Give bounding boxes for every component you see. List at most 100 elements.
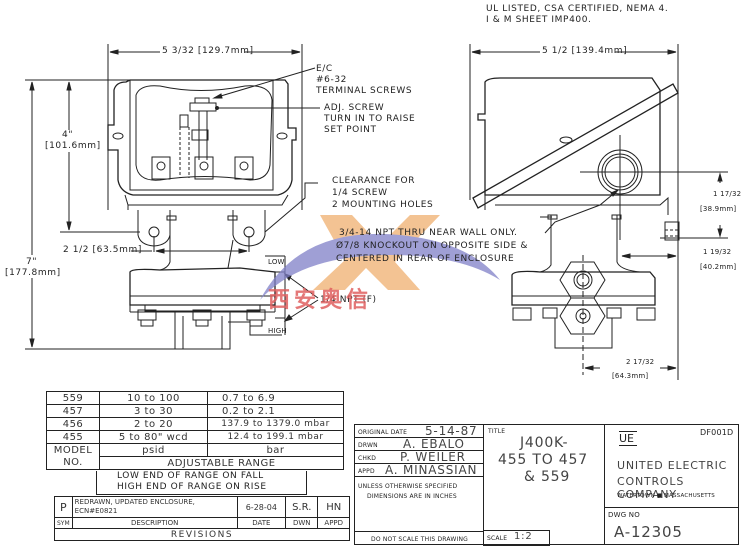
orig-date-row: ORIGINAL DATE 5-14-87 [354, 424, 484, 438]
low-port-label: LOW [268, 258, 285, 266]
appd-row: APPD A. MINASSIAN [354, 463, 484, 477]
height-7-mm: [177.8mm] [5, 268, 61, 278]
orig-date-label: ORIGINAL DATE [358, 429, 408, 436]
model-cell: 457 [46, 404, 100, 418]
psid-cell: 10 to 100 [99, 391, 208, 405]
company-location: WATERTOWN ■ MASSACHUSETTS [617, 493, 716, 499]
rev-dwn: S.R. [285, 496, 319, 518]
rev-h-desc: DESCRIPTION [71, 517, 238, 529]
company-block: DF001D UE UNITED ELECTRIC CONTROLS COMPA… [604, 424, 739, 545]
dwg-no-box: DWG NO A-12305 [604, 507, 739, 545]
watermark-logo [260, 215, 500, 300]
psid-cell: 5 to 80" wcd [99, 430, 208, 444]
dim-a-mm: [38.9mm] [700, 205, 737, 213]
rev-date: 6-28-04 [236, 496, 287, 518]
unit-bar: bar [207, 443, 344, 457]
front-width-dim: 5 3/32 [129.7mm] [162, 46, 254, 56]
chkd-row: CHKD P. WEILER [354, 450, 484, 464]
table-row: 559 10 to 100 0.7 to 6.9 [46, 391, 344, 405]
chkd-value: P. WEILER [400, 450, 466, 464]
table-row: P REDRAWN, UPDATED ENCLOSURE,ECN#E0821 6… [54, 496, 350, 518]
callout-adj-setpoint: SET POINT [324, 125, 377, 135]
rev-h-appd: APPD [317, 517, 350, 529]
range-note-low: LOW END OF RANGE ON FALL [117, 471, 264, 481]
range-notes: LOW END OF RANGE ON FALL HIGH END OF RAN… [96, 471, 307, 495]
height-4-mm: [101.6mm] [45, 141, 101, 151]
company-name-line1: UNITED ELECTRIC [617, 459, 728, 472]
rev-appd: HN [317, 496, 350, 518]
psid-cell: 3 to 30 [99, 404, 208, 418]
revisions-table: P REDRAWN, UPDATED ENCLOSURE,ECN#E0821 6… [54, 496, 350, 541]
dim-b: 1 19/32 [703, 248, 732, 256]
callout-adj-turn: TURN IN TO RAISE [324, 114, 416, 124]
callout-adj-screw: ADJ. SCREW [324, 103, 385, 113]
scale-box: SCALE 1:2 [483, 530, 550, 546]
table-row: 456 2 to 20 137.9 to 1379.0 mbar [46, 417, 344, 431]
dwg-no-label: DWG NO [608, 511, 640, 519]
dim-c-mm: [64.3mm] [612, 372, 649, 380]
rev-sym: P [54, 496, 73, 518]
scale-value: 1:2 [514, 531, 533, 542]
callout-clearance: CLEARANCE FOR [332, 176, 416, 186]
high-port-label: HIGH [268, 327, 287, 335]
title-label: TITLE [488, 428, 506, 435]
callout-ec-thread: #6-32 [316, 75, 347, 85]
callout-conduit-npt: 3/4-14 NPT THRU NEAR WALL ONLY. [339, 228, 518, 238]
appd-label: APPD [358, 468, 375, 475]
range-table: 559 10 to 100 0.7 to 6.9 457 3 to 30 0.2… [46, 391, 344, 470]
model-cell: 456 [46, 417, 100, 431]
note-listing: UL LISTED, CSA CERTIFIED, NEMA 4. [486, 4, 669, 14]
title-line1: J400K- [520, 435, 569, 451]
dimensions-note: DIMENSIONS ARE IN INCHES [367, 493, 457, 500]
unit-psid: psid [99, 443, 208, 457]
bar-cell: 0.7 to 6.9 [207, 391, 344, 405]
revisions-title: REVISIONS [54, 528, 350, 541]
mount-spacing-dim: 2 1/2 [63.5mm] [63, 245, 142, 255]
note-im-sheet: I & M SHEET IMP400. [486, 15, 592, 25]
technical-drawing [25, 44, 728, 380]
model-header-line2: NO. [63, 456, 83, 468]
bar-cell: 12.4 to 199.1 mbar [207, 430, 344, 444]
model-header-line1: MODEL [53, 444, 93, 456]
chkd-label: CHKD [358, 455, 377, 462]
watermark-text: 西安奥信 [268, 288, 373, 313]
rev-description-line1: REDRAWN, UPDATED ENCLOSURE, [74, 498, 195, 506]
scale-label: SCALE [487, 535, 508, 542]
title-line3: & 559 [524, 469, 571, 485]
callout-ec: E/C [316, 64, 333, 74]
drwn-label: DRWN [358, 442, 378, 449]
rev-description-line2: ECN#E0821 [74, 507, 118, 515]
rev-description: REDRAWN, UPDATED ENCLOSURE,ECN#E0821 [71, 496, 238, 518]
orig-date-value: 5-14-87 [425, 424, 478, 438]
appd-value: A. MINASSIAN [385, 463, 478, 477]
signatures-block: ORIGINAL DATE 5-14-87 DRWN A. EBALO CHKD… [354, 424, 484, 545]
rev-h-date: DATE [236, 517, 287, 529]
callout-centered: CENTERED IN REAR OF ENCLOSURE [336, 254, 515, 264]
range-header: ADJUSTABLE RANGE [99, 456, 344, 470]
drwn-value: A. EBALO [403, 437, 465, 451]
do-not-scale: DO NOT SCALE THIS DRAWING [371, 536, 469, 543]
do-not-scale-row: DO NOT SCALE THIS DRAWING [354, 531, 484, 545]
drwn-row: DRWN A. EBALO [354, 437, 484, 451]
side-width-dim: 5 1/2 [139.4mm] [542, 46, 628, 56]
range-note-high: HIGH END OF RANGE ON RISE [117, 482, 267, 492]
bar-cell: 137.9 to 1379.0 mbar [207, 417, 344, 431]
rev-h-dwn: DWN [285, 517, 319, 529]
height-4-dim: 4" [62, 130, 74, 140]
title-line2: 455 TO 457 [498, 452, 588, 468]
model-cell: 559 [46, 391, 100, 405]
rev-h-sym: SYM [54, 517, 73, 529]
callout-mounting-holes: 2 MOUNTING HOLES [332, 200, 434, 210]
bar-cell: 0.2 to 2.1 [207, 404, 344, 418]
drawing-code: DF001D [700, 428, 734, 437]
callout-knockout: Ø7/8 KNOCKOUT ON OPPOSITE SIDE & [336, 241, 529, 251]
callout-clearance-screw: 1/4 SCREW [332, 188, 388, 198]
dwg-no-value: A-12305 [614, 523, 683, 541]
company-name-line2: CONTROLS COMPANY [617, 475, 685, 501]
callout-terminal-screws: TERMINAL SCREWS [316, 86, 413, 96]
psid-cell: 2 to 20 [99, 417, 208, 431]
callout-npt-f: 1/4 NPT (F) [320, 295, 377, 305]
dim-a: 1 17/32 [713, 190, 742, 198]
height-7-dim: 7" [26, 257, 38, 267]
